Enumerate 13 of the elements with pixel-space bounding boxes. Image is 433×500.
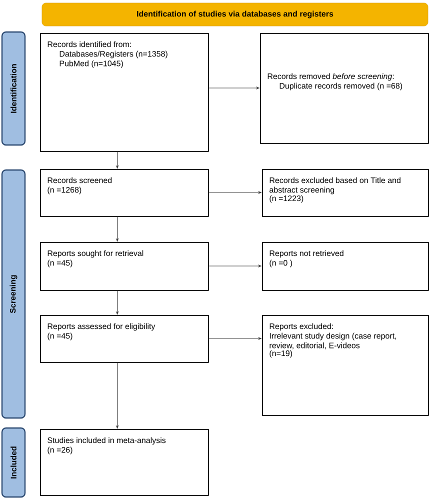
process-box: Records identified from: Databases/Registers (n=1358) PubMed (n=1045) [40,33,209,152]
process-box: Reports not retrieved (n =0 ) [262,242,429,291]
process-box: Studies included in meta-analysis (n =26) [40,429,209,496]
process-box: Reports assessed for eligibility (n =45) [40,315,209,363]
process-box: Reports sought for retrieval (n =45) [40,242,209,291]
process-box: Records removed before screening: Duplicate records removed (n =68) [260,33,429,144]
phase-band: Included [1,427,26,498]
banner: Identification of studies via databases and registers [42,2,428,26]
phase-band: Screening [1,169,26,419]
process-box: Records screened (n =1268) [40,169,209,217]
phase-band: Identification [1,31,26,146]
process-box: Reports excluded: Irrelevant study design (case report, review, editorial, E-videos (n=19) [262,315,429,416]
process-box: Records excluded based on Title and abstract screening (n =1223) [262,169,429,217]
